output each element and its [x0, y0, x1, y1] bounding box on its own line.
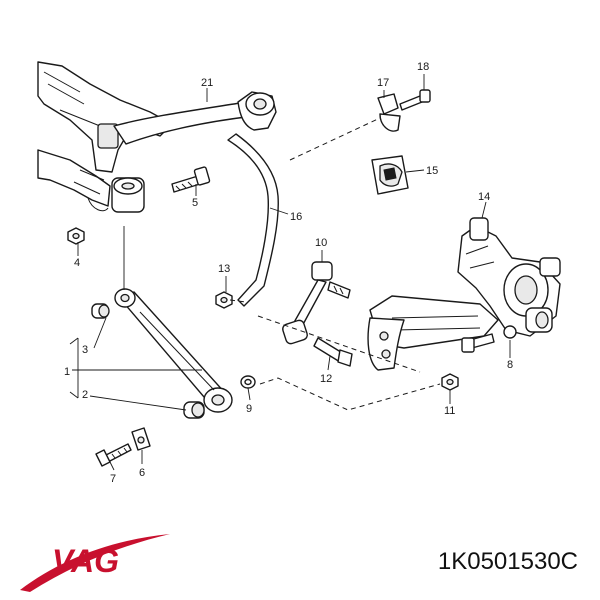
callout-8: 8: [507, 359, 513, 371]
hub-bushing: [525, 307, 553, 333]
clamp-bracket-17: [377, 93, 401, 132]
callout-4: 4: [74, 257, 80, 269]
part-number: 1K0501530C: [437, 548, 578, 575]
upper-link-arm: [113, 91, 277, 145]
nut-13: [215, 291, 233, 309]
bolt-5: [171, 166, 211, 193]
coupling-rod: [282, 261, 351, 345]
assembly-dash-lines: [229, 117, 441, 411]
callout-11: 11: [444, 405, 455, 417]
callout-labels: 21 5 4 3 1 2 9 6 7 16 13 10 12 11 8 14 1…: [64, 61, 513, 485]
bolt-8: [461, 325, 517, 353]
callout-7: 7: [110, 473, 116, 485]
callout-3: 3: [82, 344, 88, 356]
subframe-bushing: [111, 177, 145, 213]
wheel-bearing-housing: [457, 217, 561, 337]
callout-15: 15: [426, 165, 438, 177]
callout-12: 12: [320, 373, 332, 385]
bolt-7: [95, 443, 132, 467]
nut-4: [67, 227, 85, 245]
rubber-mount-15: [371, 155, 409, 195]
logo-text: VAG: [52, 543, 119, 579]
callout-21: 21: [201, 77, 213, 89]
callout-6: 6: [139, 467, 145, 479]
trailing-bracket: [367, 317, 405, 371]
callout-5: 5: [192, 197, 198, 209]
callout-2: 2: [82, 389, 88, 401]
leader-lines: [69, 74, 511, 471]
anti-roll-bar: [227, 133, 279, 307]
bushing-3: [91, 303, 110, 319]
eccentric-washer-6: [131, 427, 151, 451]
bolt-12: [313, 337, 353, 367]
lower-arm: [114, 288, 233, 413]
callout-13: 13: [218, 263, 230, 275]
callout-1: 1: [64, 366, 70, 378]
callout-17: 17: [377, 77, 389, 89]
washer-9: [240, 375, 256, 389]
logo-swoosh-icon: [20, 534, 170, 592]
callout-9: 9: [246, 403, 252, 415]
bushing-2: [183, 401, 205, 419]
callout-18: 18: [417, 61, 429, 73]
vag-logo: VAG: [20, 534, 170, 592]
callout-10: 10: [315, 237, 327, 249]
callout-16: 16: [290, 211, 302, 223]
subframe: [37, 61, 173, 212]
callout-14: 14: [478, 191, 490, 203]
bolt-18: [399, 89, 431, 111]
nut-11: [441, 373, 459, 391]
